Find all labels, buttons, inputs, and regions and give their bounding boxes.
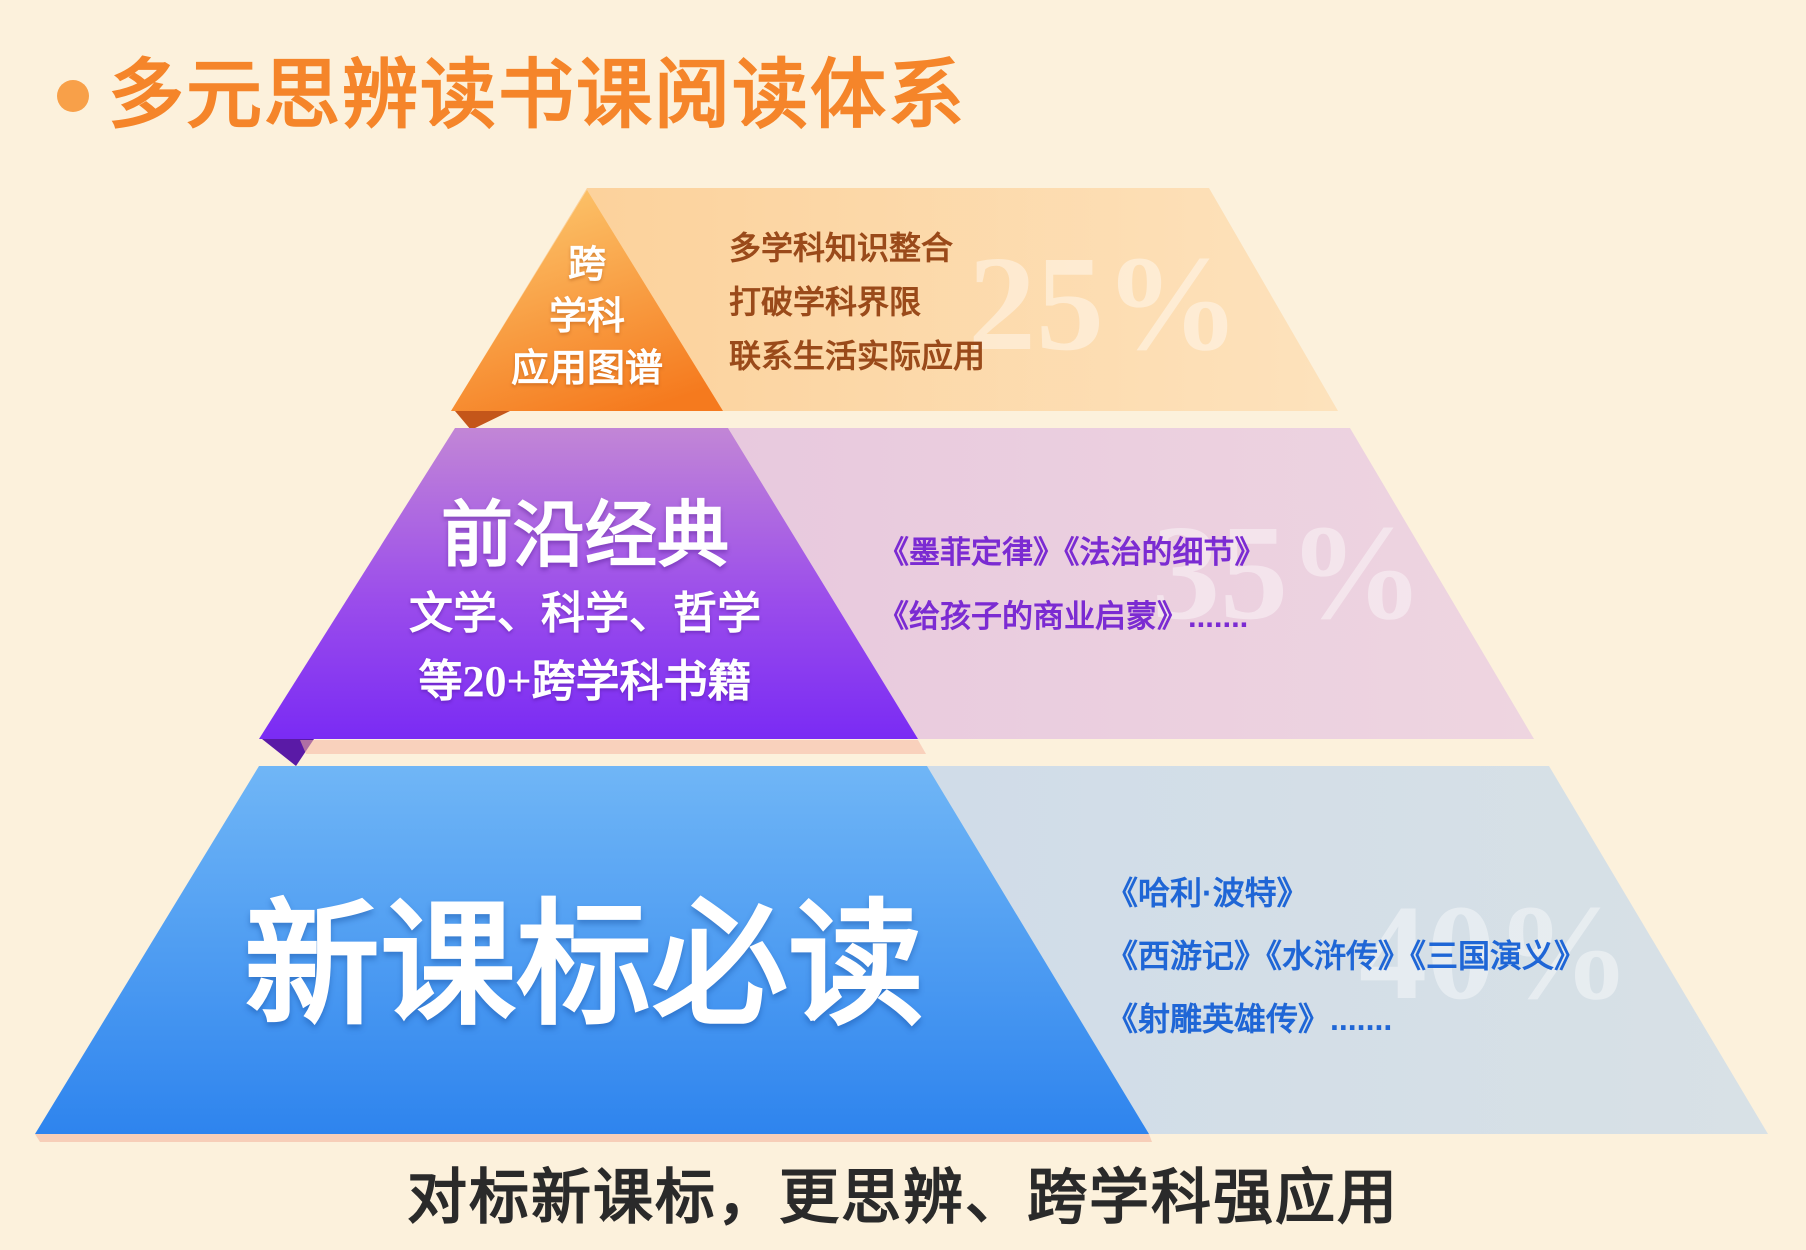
middle-tier-percent-watermark: 35%	[1152, 498, 1424, 648]
top-tier-triangle	[451, 190, 723, 411]
bottom-tier-band	[927, 766, 1768, 1134]
bottom-tier-trapezoid	[35, 766, 1149, 1134]
top-tier-label-line: 学科	[548, 296, 625, 338]
bottom-tier-glow	[35, 1134, 1152, 1142]
middle-tier-trapezoid	[259, 428, 918, 739]
bottom-caption: 对标新课标，更思辨、跨学科强应用	[407, 1164, 1399, 1231]
middle-tier-heading: 前沿经典	[440, 496, 729, 576]
middle-tier-glow	[300, 740, 926, 754]
middle-tier-fold-shadow	[262, 739, 314, 766]
bottom-tier-book-line: 《哈利·波特》	[1106, 875, 1309, 911]
top-tier-points: 多学科知识整合 打破学科界限 联系生活实际应用	[729, 221, 985, 383]
top-tier-label: 跨 学科 应用图谱	[487, 239, 687, 395]
top-tier-point: 打破学科界限	[729, 284, 922, 320]
bottom-tier-books: 《哈利·波特》 《西游记》《水浒传》《三国演义》 《射雕英雄传》.......	[1106, 862, 1586, 1051]
top-tier-label-line: 应用图谱	[510, 348, 663, 390]
bottom-tier-book-line: 《射雕英雄传》.......	[1106, 1001, 1393, 1037]
middle-tier-subtitle-line: 文学、科学、哲学	[409, 589, 761, 638]
middle-tier-books: 《墨菲定律》《法治的细节》 《给孩子的商业启蒙》.......	[878, 521, 1266, 649]
middle-tier-subtitle-line: 等20+跨学科书籍	[418, 657, 752, 706]
top-tier-point: 联系生活实际应用	[729, 338, 986, 374]
bottom-tier-heading: 新课标必读	[244, 892, 924, 1042]
middle-tier-band	[728, 428, 1534, 739]
top-tier-label-line: 跨	[567, 244, 606, 286]
middle-tier-book-line: 《墨菲定律》《法治的细节》	[878, 535, 1266, 570]
page-title: 多元思辨读书课阅读体系	[108, 53, 966, 138]
title-bullet-dot	[57, 80, 89, 112]
bottom-tier-book-line: 《西游记》《水浒传》《三国演义》	[1106, 938, 1587, 974]
top-tier-percent-watermark: 25%	[968, 229, 1240, 379]
middle-tier-subtitle: 文学、科学、哲学 等20+跨学科书籍	[345, 580, 825, 716]
middle-tier-book-line: 《给孩子的商业启蒙》.......	[878, 599, 1249, 634]
bottom-tier-percent-watermark: 40%	[1359, 878, 1631, 1028]
top-tier-fold-shadow	[455, 411, 510, 430]
top-tier-point: 多学科知识整合	[729, 230, 954, 266]
